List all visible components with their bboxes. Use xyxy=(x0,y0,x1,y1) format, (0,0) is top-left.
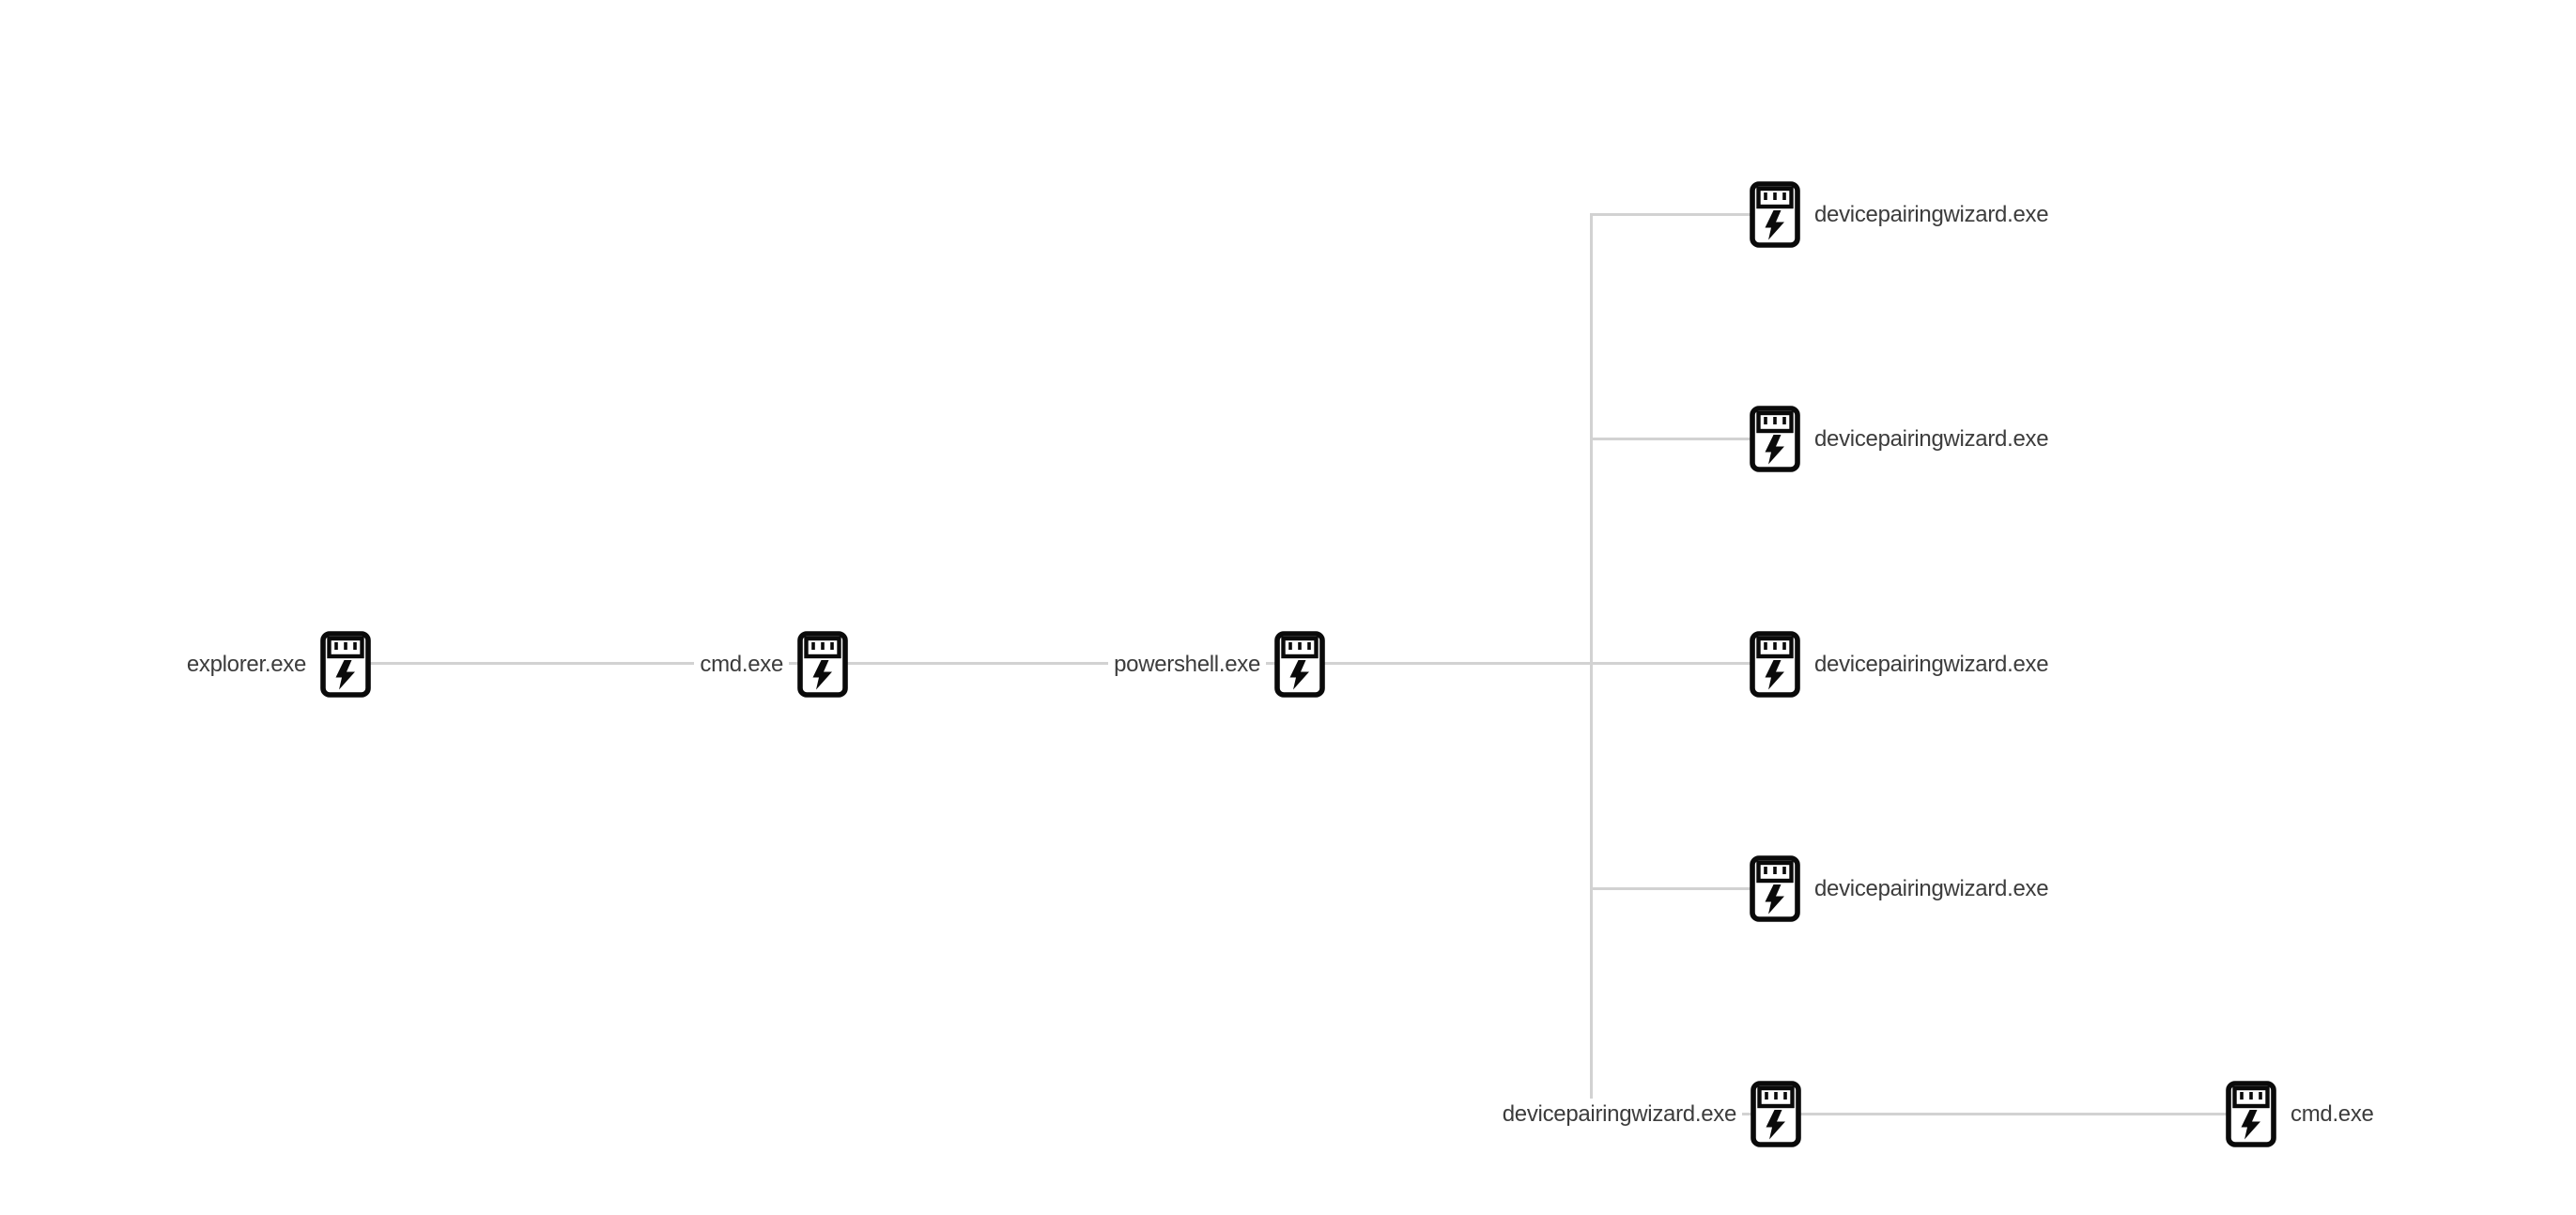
process-label: devicepairingwizard.exe xyxy=(1809,648,2055,681)
process-icon xyxy=(797,631,848,698)
process-icon xyxy=(1274,631,1325,698)
process-label: devicepairingwizard.exe xyxy=(1809,872,2055,905)
process-icon xyxy=(1750,631,1800,698)
process-label: cmd.exe xyxy=(2285,1098,2380,1130)
process-node-devicepairingwizard-5[interactable]: devicepairingwizard.exe xyxy=(1496,1081,1801,1147)
process-icon xyxy=(1751,1081,1801,1147)
edge-trunk-to-dpw2 xyxy=(1590,438,1756,440)
process-label: explorer.exe xyxy=(180,648,312,681)
edge-cmd-to-powershell xyxy=(845,662,1277,665)
process-icon xyxy=(1750,855,1800,922)
process-label: powershell.exe xyxy=(1108,648,1266,681)
edge-powershell-to-dpw3 xyxy=(1322,662,1756,665)
process-label: devicepairingwizard.exe xyxy=(1809,198,2055,231)
process-label: cmd.exe xyxy=(694,648,789,681)
process-label: devicepairingwizard.exe xyxy=(1496,1098,1742,1130)
process-icon xyxy=(1750,406,1800,472)
edge-dpw5-to-cmd2 xyxy=(1797,1113,2229,1115)
process-icon xyxy=(1750,181,1800,248)
edge-trunk-to-dpw1 xyxy=(1590,213,1756,216)
process-icon xyxy=(2226,1081,2276,1147)
edge-trunk-to-dpw4 xyxy=(1590,887,1756,890)
process-node-devicepairingwizard-1[interactable]: devicepairingwizard.exe xyxy=(1750,181,2055,248)
process-node-cmd-1[interactable]: cmd.exe xyxy=(694,631,848,698)
edge-trunk-vertical xyxy=(1590,213,1593,1115)
process-node-explorer[interactable]: explorer.exe xyxy=(180,631,371,698)
process-icon xyxy=(320,631,371,698)
process-node-devicepairingwizard-4[interactable]: devicepairingwizard.exe xyxy=(1750,855,2055,922)
process-node-powershell[interactable]: powershell.exe xyxy=(1108,631,1325,698)
edge-explorer-to-cmd xyxy=(368,662,800,665)
process-node-devicepairingwizard-3[interactable]: devicepairingwizard.exe xyxy=(1750,631,2055,698)
process-node-devicepairingwizard-2[interactable]: devicepairingwizard.exe xyxy=(1750,406,2055,472)
process-label: devicepairingwizard.exe xyxy=(1809,423,2055,455)
process-node-cmd-2[interactable]: cmd.exe xyxy=(2226,1081,2380,1147)
